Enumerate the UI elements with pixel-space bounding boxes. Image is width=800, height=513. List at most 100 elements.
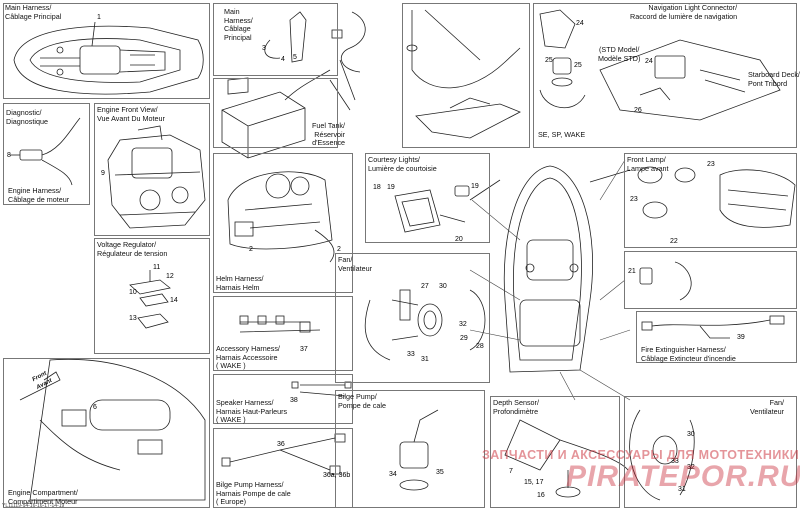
watermark-site-name: PIRATEPOR.RU [566, 460, 800, 493]
callout-33: 33 [407, 351, 415, 358]
callout-5: 5 [293, 54, 297, 61]
drawing-reference-code: YL11119-14-16-16-17-14-19 [2, 503, 65, 509]
callout-27: 27 [421, 283, 429, 290]
caption-se-sp-wake: SE, SP, WAKE [538, 130, 586, 139]
callout-4: 4 [281, 56, 285, 63]
caption-navigation-light: Navigation Light Connector/ Raccord de l… [630, 3, 738, 21]
callout-2: 2 [249, 246, 253, 253]
callout-24: 24 [576, 20, 584, 27]
helm-dashboard-drawing [227, 171, 335, 263]
callout-30: 30 [687, 431, 695, 438]
caption-helm-harness: Helm Harness/ Harnais Helm [216, 274, 264, 292]
callout-23: 23 [630, 196, 638, 203]
callout-32: 32 [687, 464, 695, 471]
bilge-pump-drawing [399, 409, 439, 491]
callout-6: 6 [93, 404, 97, 411]
callout-31: 31 [421, 356, 429, 363]
callout-34: 34 [389, 471, 397, 478]
speaker-harness-drawing [291, 381, 352, 397]
panel-engine-front-view [94, 103, 210, 236]
panel-bilge-pump-harness [213, 428, 353, 508]
panel-voltage-regulator [94, 238, 210, 354]
panel-fan [335, 253, 490, 383]
panel-accessory-harness [213, 296, 353, 371]
courtesy-lights-drawing [394, 185, 470, 233]
panel-fan-2 [624, 396, 797, 508]
panel-engine-compartment [3, 358, 210, 508]
main-harness-boat-drawing [13, 21, 204, 95]
caption-front-lamp: Front Lamp/ Lampe avant [627, 155, 669, 173]
callout-15-17: 15, 17 [524, 479, 544, 486]
fuel-sender-drawing [406, 9, 521, 139]
callout-37: 37 [300, 346, 308, 353]
callout-39: 39 [737, 334, 745, 341]
navigation-light-drawing [539, 9, 781, 121]
callout-28: 28 [476, 343, 484, 350]
caption-diagnostic: Diagnostic/ Diagnostique [6, 108, 48, 126]
callout-2: 2 [337, 246, 341, 253]
accessory-harness-drawing [239, 315, 321, 333]
fire-extinguisher-harness-drawing [641, 315, 785, 339]
caption-fan-2: Fan/ Ventilateur [750, 398, 784, 416]
callout-9: 9 [101, 170, 105, 177]
callout-8: 8 [7, 152, 11, 159]
caption-std-model: (STD Model/ Modèle STD) [598, 45, 641, 63]
caption-speaker-harness: Speaker Harness/ Harnais Haut-Parleurs (… [216, 398, 288, 424]
callout-30: 30 [439, 283, 447, 290]
callout-32: 32 [459, 321, 467, 328]
caption-bilge-pump-harness: Bilge Pump Harness/ Harnais Pompe de cal… [216, 480, 291, 506]
fan-drawing [364, 289, 486, 361]
caption-fuel-tank: Fuel Tank/ Réservoir d'Essence [312, 121, 346, 147]
panel-helm-harness [213, 153, 353, 293]
callout-3: 3 [262, 45, 266, 52]
watermark-tagline: ЗАПЧАСТИ И АКСЕССУАРЫ ДЛЯ МОТОТЕХНИКИ [482, 448, 800, 462]
callout-26: 26 [634, 107, 642, 114]
callout-33: 33 [671, 458, 679, 465]
callout-25: 25 [545, 57, 553, 64]
caption-depth-sensor: Depth Sensor/ Profondimètre [493, 398, 539, 416]
panel-speaker-harness [213, 374, 353, 424]
callout-24: 24 [645, 58, 653, 65]
fan-2-drawing [629, 409, 695, 501]
caption-main-harness: Main Harness/ Câblage Principal [5, 3, 62, 21]
panel-fuel-tank [213, 78, 338, 148]
caption-bilge-pump: Bilge Pump/ Pompe de cale [338, 392, 386, 410]
callout-7: 7 [509, 468, 513, 475]
callout-36a-36b: 36a, 36b [323, 472, 351, 479]
caption-fire-extinguisher: Fire Extinguisher Harness/ Câblage Extin… [641, 345, 736, 363]
callout-10: 10 [129, 289, 137, 296]
panel-navigation-light [533, 3, 797, 148]
callout-23: 23 [707, 161, 715, 168]
panel-diagnostic [3, 103, 90, 205]
callout-14: 14 [170, 297, 178, 304]
panel-fuel-sender [402, 3, 530, 148]
callout-35: 35 [436, 469, 444, 476]
boat-hull-topview-drawing [469, 165, 631, 373]
callout-29: 29 [460, 335, 468, 342]
caption-engine-compartment: Engine Compartment/ Compartiment Moteur [8, 488, 78, 506]
panel-main-harness-detail [213, 3, 338, 76]
caption-starboard-deck: Starboard Deck/ Pont Tribord [748, 70, 800, 88]
panel-courtesy-lights [365, 153, 490, 243]
panel-front-lamp-connector [624, 251, 797, 309]
panel-depth-sensor [490, 396, 620, 508]
depth-sensor-drawing [504, 419, 629, 498]
callout-21: 21 [628, 268, 636, 275]
caption-voltage-regulator: Voltage Regulator/ Régulateur de tension [97, 240, 168, 258]
voltage-regulator-drawing [129, 270, 171, 329]
callout-16: 16 [537, 492, 545, 499]
caption-engine-harness: Engine Harness/ Câblage de moteur [8, 186, 70, 204]
caption-fan: Fan/ Ventilateur [338, 255, 372, 273]
callout-12: 12 [166, 273, 174, 280]
diagnostic-connector-drawing [10, 117, 81, 186]
panel-main-harness [3, 3, 210, 99]
caption-courtesy-lights: Courtesy Lights/ Lumière de courtoisie [368, 155, 437, 173]
main-harness-detail-drawing [264, 11, 366, 111]
caption-engine-front-view: Engine Front View/ Vue Avant Du Moteur [97, 105, 165, 123]
leader-lines [469, 159, 631, 401]
callout-11: 11 [153, 264, 161, 271]
front-lamp-drawing [637, 166, 796, 228]
callout-19: 19 [387, 184, 395, 191]
callout-13: 13 [129, 315, 137, 322]
